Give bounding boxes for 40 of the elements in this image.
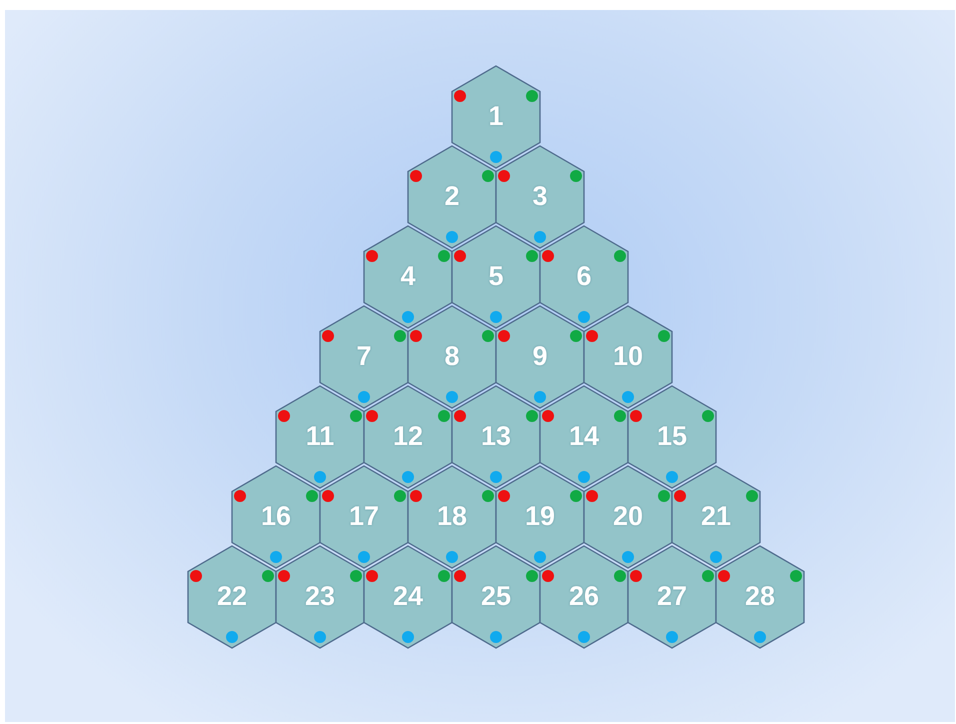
tile-number: 26 bbox=[568, 581, 600, 612]
hex-tile bbox=[275, 545, 365, 649]
tile-number: 23 bbox=[304, 581, 336, 612]
tile-number: 2 bbox=[443, 181, 461, 212]
tile-number: 12 bbox=[392, 421, 424, 452]
tile-number: 20 bbox=[612, 501, 644, 532]
tile-number: 24 bbox=[392, 581, 424, 612]
hex-tile bbox=[363, 545, 453, 649]
tile-number: 19 bbox=[524, 501, 556, 532]
tile-number: 9 bbox=[531, 341, 549, 372]
tile-number: 4 bbox=[399, 261, 417, 292]
hex-tile bbox=[187, 545, 277, 649]
tile-number: 17 bbox=[348, 501, 380, 532]
tile-number: 5 bbox=[487, 261, 505, 292]
tile-number: 15 bbox=[656, 421, 688, 452]
tile-number: 1 bbox=[487, 101, 505, 132]
hex-tile bbox=[319, 305, 409, 409]
hex-tile bbox=[451, 545, 541, 649]
tile-number: 3 bbox=[531, 181, 549, 212]
hex-tile bbox=[715, 545, 805, 649]
tile-number: 18 bbox=[436, 501, 468, 532]
tile-number: 10 bbox=[612, 341, 644, 372]
tile-number: 8 bbox=[443, 341, 461, 372]
hex-tile bbox=[451, 65, 541, 169]
tile-number: 22 bbox=[216, 581, 248, 612]
hex-tile bbox=[627, 545, 717, 649]
hex-tile bbox=[539, 225, 629, 329]
tile-number: 16 bbox=[260, 501, 292, 532]
hex-tile bbox=[539, 545, 629, 649]
hex-tile bbox=[495, 145, 585, 249]
tile-number: 25 bbox=[480, 581, 512, 612]
tile-number: 28 bbox=[744, 581, 776, 612]
tile-number: 21 bbox=[700, 501, 732, 532]
tile-number: 27 bbox=[656, 581, 688, 612]
tile-number: 13 bbox=[480, 421, 512, 452]
hex-tile bbox=[363, 225, 453, 329]
tile-number: 6 bbox=[575, 261, 593, 292]
tile-number: 7 bbox=[355, 341, 373, 372]
tile-number: 11 bbox=[304, 421, 336, 452]
tile-number: 14 bbox=[568, 421, 600, 452]
